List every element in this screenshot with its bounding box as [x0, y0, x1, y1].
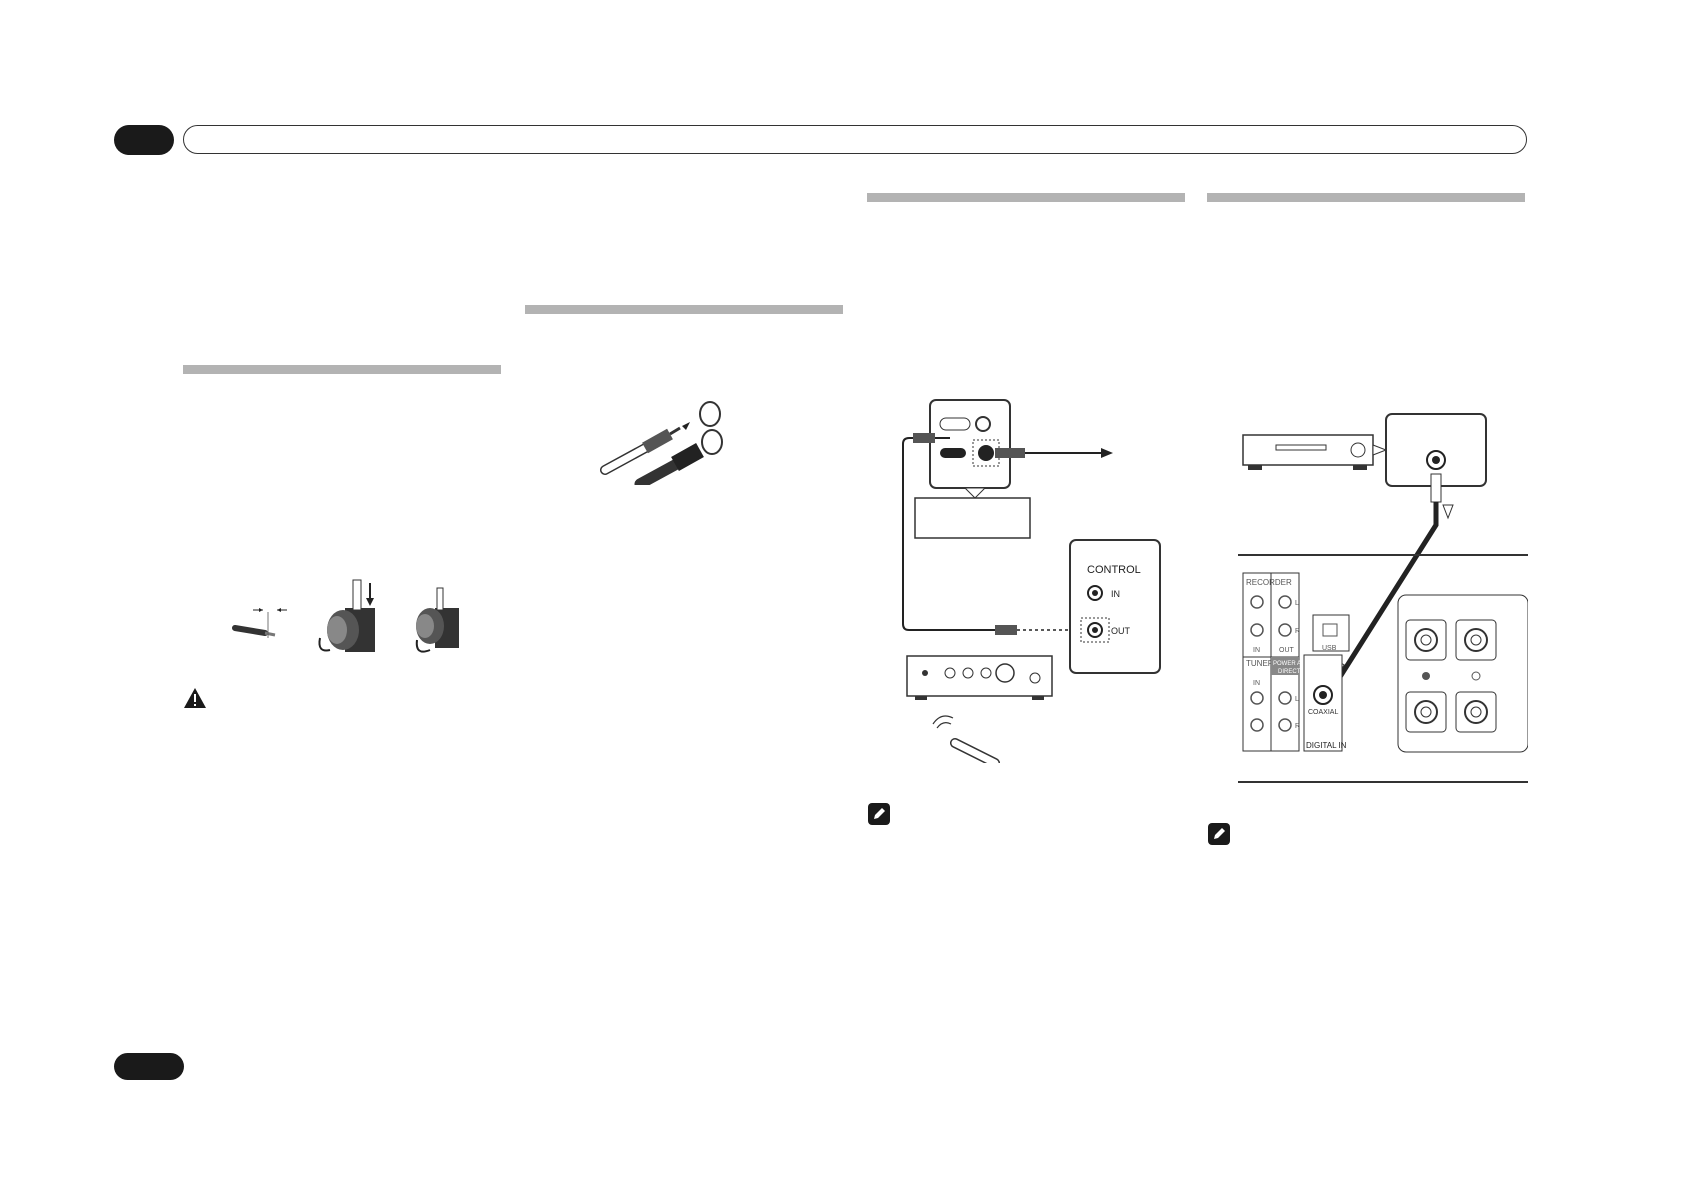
- coaxial-label: COAXIAL: [1308, 709, 1338, 716]
- power-amp-direct-label-2: DIRECT: [1278, 669, 1301, 675]
- digital-in-label: DIGITAL IN: [1306, 741, 1347, 750]
- power-amp-direct-label-1: POWER AMP: [1273, 661, 1310, 667]
- section-rule-cables: [525, 305, 843, 314]
- speaker-wire-illustration: [232, 579, 459, 653]
- power-amp-l-label: L: [1295, 696, 1299, 703]
- power-amp-r-label: R: [1295, 723, 1300, 730]
- page-header-bar: [183, 125, 1527, 154]
- chapter-tab: [114, 125, 174, 155]
- control-connection-diagram: CONTROL IN OUT: [902, 399, 1161, 763]
- page-number-tab: [114, 1053, 184, 1080]
- tuner-in-label: IN: [1253, 680, 1260, 687]
- section-rule-speaker: [183, 365, 501, 374]
- pencil-note-icon: [1208, 823, 1230, 845]
- usb-label: USB: [1322, 645, 1337, 652]
- rca-plug-illustration: [600, 401, 723, 485]
- section-rule-control: [867, 193, 1185, 202]
- recorder-label: RECORDER: [1246, 578, 1292, 587]
- recorder-in-label: IN: [1253, 647, 1260, 654]
- pencil-note-icon: [868, 803, 890, 825]
- digital-coaxial-diagram: RECORDER L R IN OUT TUNER POWER AMP DIRE…: [1238, 413, 1528, 783]
- control-out-label: OUT: [1111, 626, 1131, 636]
- tuner-label: TUNER: [1246, 659, 1274, 668]
- section-rule-digital: [1207, 193, 1525, 202]
- stripped-wire-figure: [232, 608, 287, 638]
- recorder-out-label: OUT: [1279, 647, 1295, 654]
- recorder-r-label: R: [1295, 628, 1300, 635]
- warning-triangle-icon: [184, 688, 206, 708]
- terminal-tighten-figure: [415, 587, 459, 653]
- terminal-loosen-figure: [318, 579, 375, 652]
- recorder-l-label: L: [1295, 600, 1299, 607]
- control-in-label: IN: [1111, 589, 1120, 599]
- control-label: CONTROL: [1087, 564, 1141, 576]
